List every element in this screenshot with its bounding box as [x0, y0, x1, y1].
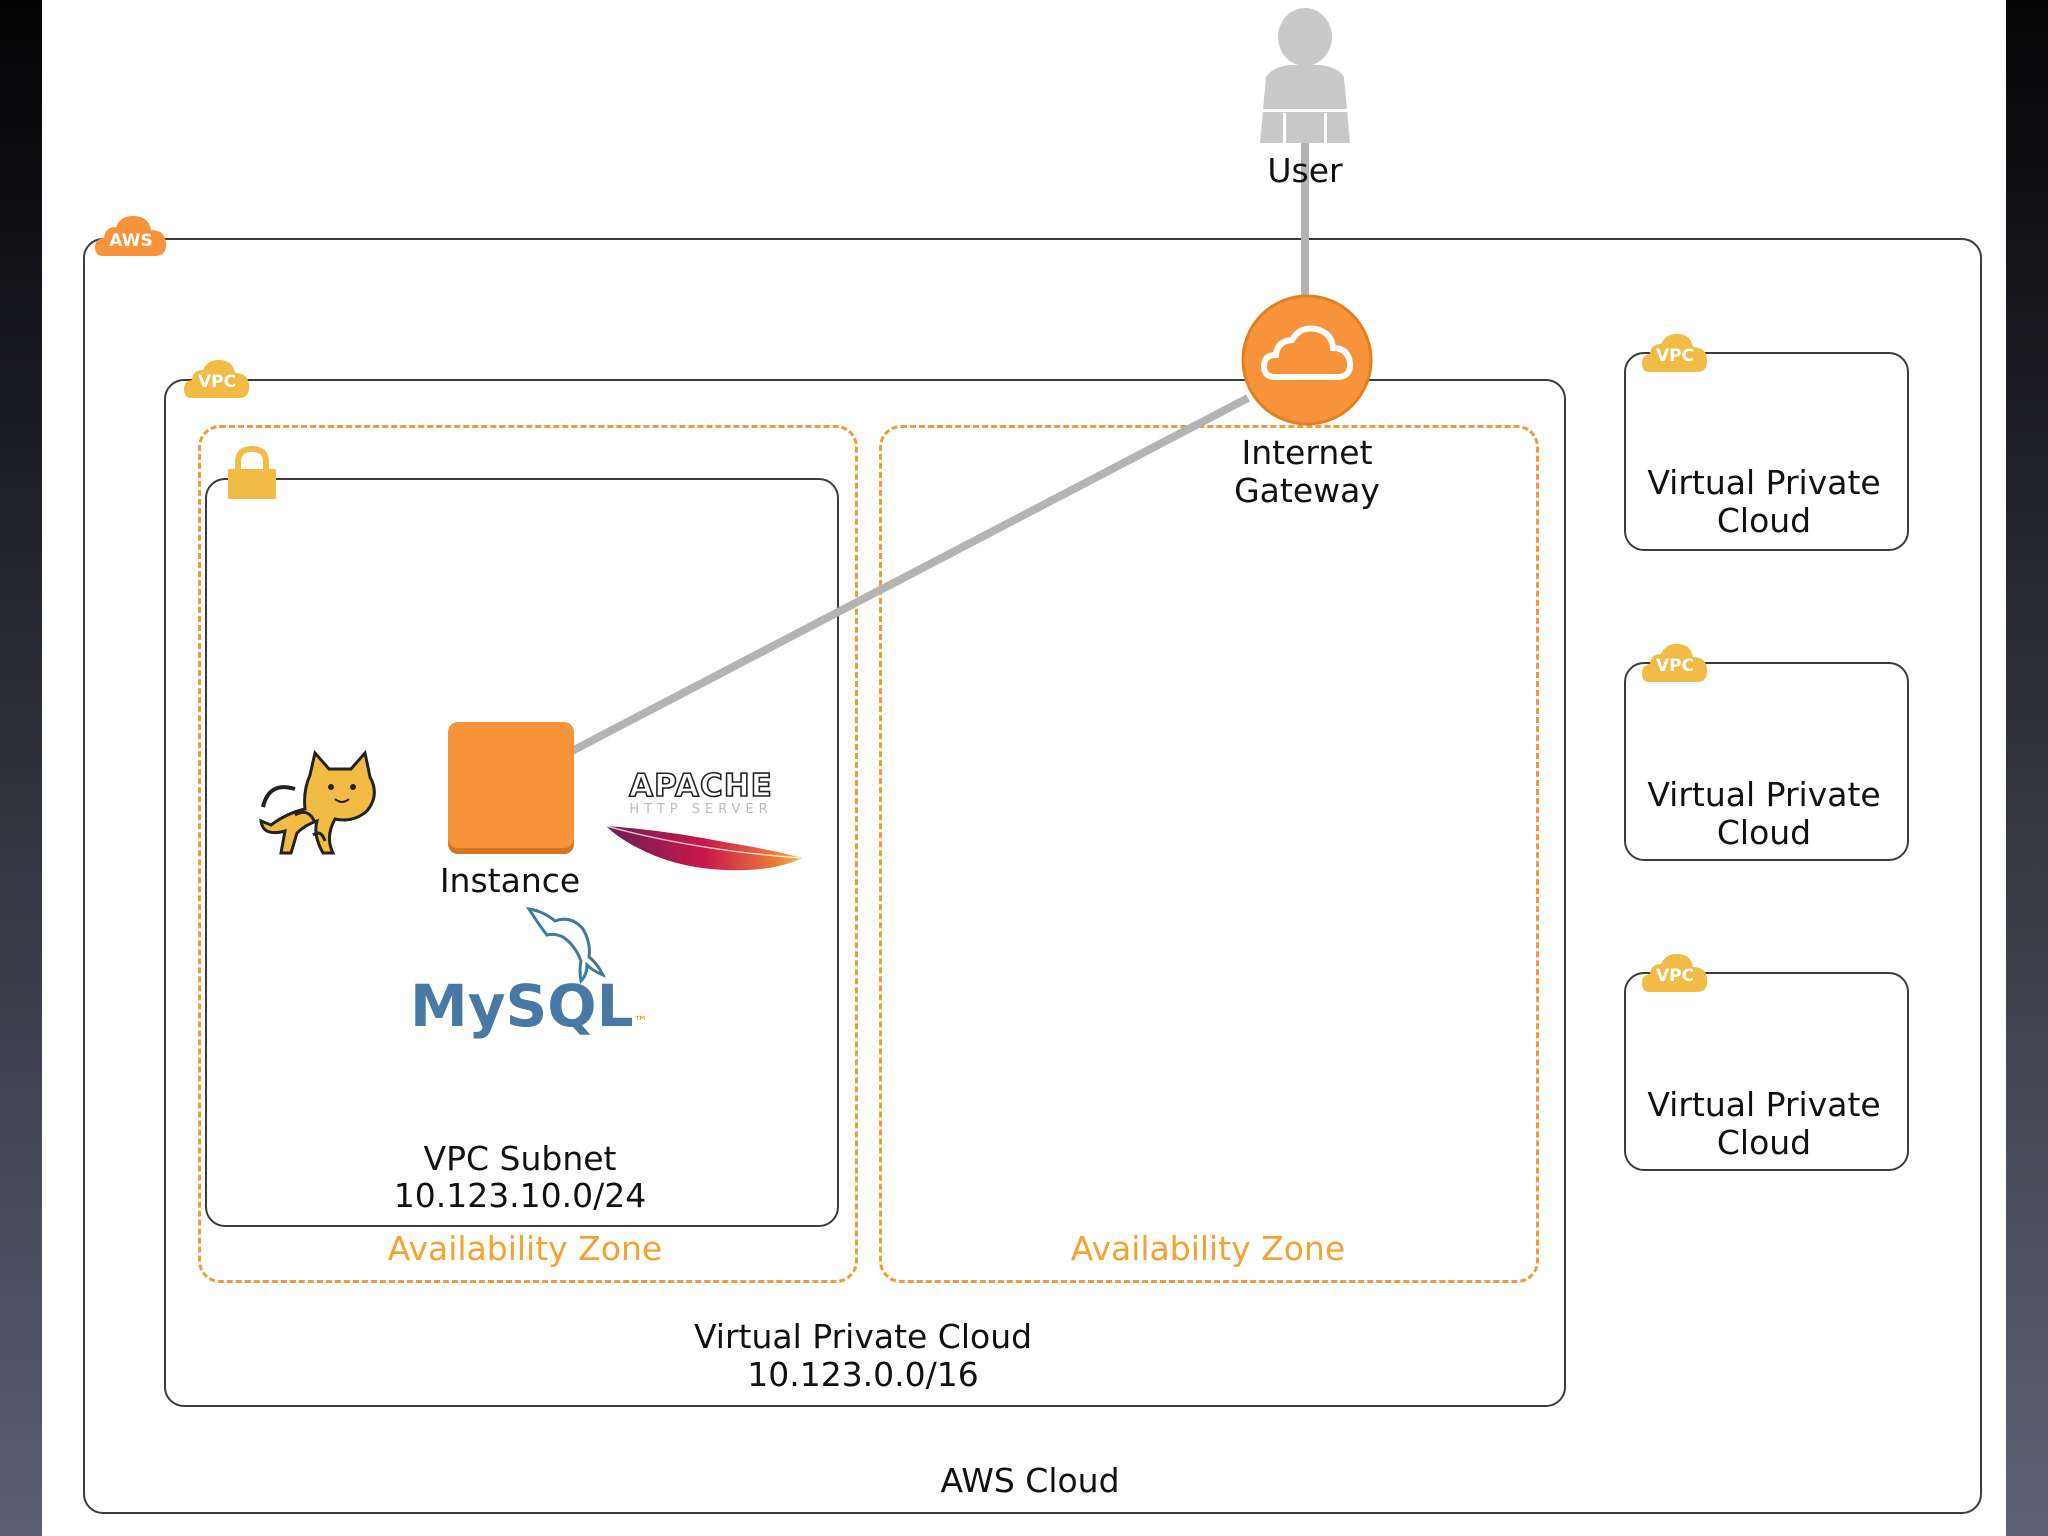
mysql-tm: ™: [633, 1014, 648, 1030]
other-vpc-cloud-icon-3: [1642, 953, 1708, 992]
availability-zone-2-label: Availability Zone: [1070, 1229, 1346, 1268]
other-vpc-label-2b: Cloud: [1716, 813, 1812, 852]
other-vpc-label-1b: Cloud: [1716, 501, 1812, 540]
subnet-title: VPC Subnet: [423, 1139, 617, 1178]
vpc-cidr: 10.123.0.0/16: [747, 1355, 979, 1394]
other-vpc-cloud-icon-2: [1642, 643, 1708, 682]
mysql-name: MySQL: [410, 972, 634, 1040]
other-vpc-badge-1: VPC: [1640, 328, 1710, 378]
user-icon: [1260, 8, 1350, 145]
instance-label: Instance: [439, 861, 581, 900]
vpc-badge-text: VPC: [197, 372, 237, 392]
internet-gateway-icon: [1241, 294, 1373, 426]
apache-name: APACHE: [628, 767, 773, 805]
aws-badge-text: AWS: [109, 231, 153, 251]
vpc-cloud-icon: [184, 359, 250, 398]
mysql-dolphin-icon: [526, 907, 607, 985]
vpc-badge: VPC: [182, 354, 252, 404]
availability-zone-1: [198, 425, 858, 1283]
availability-zone-2: [879, 425, 1539, 1283]
other-vpc-box-3: [1624, 972, 1909, 1171]
apache-logo: APACHE HTTP SERVER: [598, 767, 804, 878]
vpc-title: Virtual Private Cloud: [693, 1317, 1033, 1356]
user-label: User: [1267, 151, 1343, 190]
availability-zone-1-label: Availability Zone: [387, 1229, 663, 1268]
instance-icon: [448, 722, 574, 848]
other-vpc-label-3b: Cloud: [1716, 1123, 1812, 1162]
aws-badge: AWS: [93, 210, 169, 264]
right-frame: [2006, 0, 2048, 1536]
other-vpc-label-1a: Virtual Private: [1647, 463, 1881, 502]
apache-feather-icon: [605, 825, 802, 871]
aws-cloud-box: [83, 238, 1982, 1514]
vpc-subnet-box: [205, 478, 839, 1227]
other-vpc-badge-text-3: VPC: [1655, 966, 1695, 986]
left-frame: [0, 0, 42, 1536]
other-vpc-cloud-icon-1: [1642, 333, 1708, 372]
subnet-cidr: 10.123.10.0/24: [393, 1176, 647, 1215]
other-vpc-badge-2: VPC: [1640, 638, 1710, 688]
apache-sub: HTTP SERVER: [629, 802, 773, 817]
other-vpc-badge-text-2: VPC: [1655, 656, 1695, 676]
other-vpc-badge-text-1: VPC: [1655, 346, 1695, 366]
vpc-box: [164, 379, 1566, 1407]
aws-cloud-label: AWS Cloud: [940, 1461, 1120, 1500]
aws-cloud-icon: [95, 215, 167, 256]
tomcat-icon: [259, 749, 376, 855]
gateway-label-line1: Internet: [1241, 433, 1373, 472]
other-vpc-badge-3: VPC: [1640, 948, 1710, 998]
other-vpc-label-2a: Virtual Private: [1647, 775, 1881, 814]
other-vpc-box-1: [1624, 352, 1909, 551]
gateway-label-line2: Gateway: [1234, 471, 1380, 510]
other-vpc-box-2: [1624, 662, 1909, 861]
lock-icon: [228, 445, 276, 499]
other-vpc-label-3a: Virtual Private: [1647, 1085, 1881, 1124]
mysql-logo: MySQL™: [410, 972, 648, 1042]
